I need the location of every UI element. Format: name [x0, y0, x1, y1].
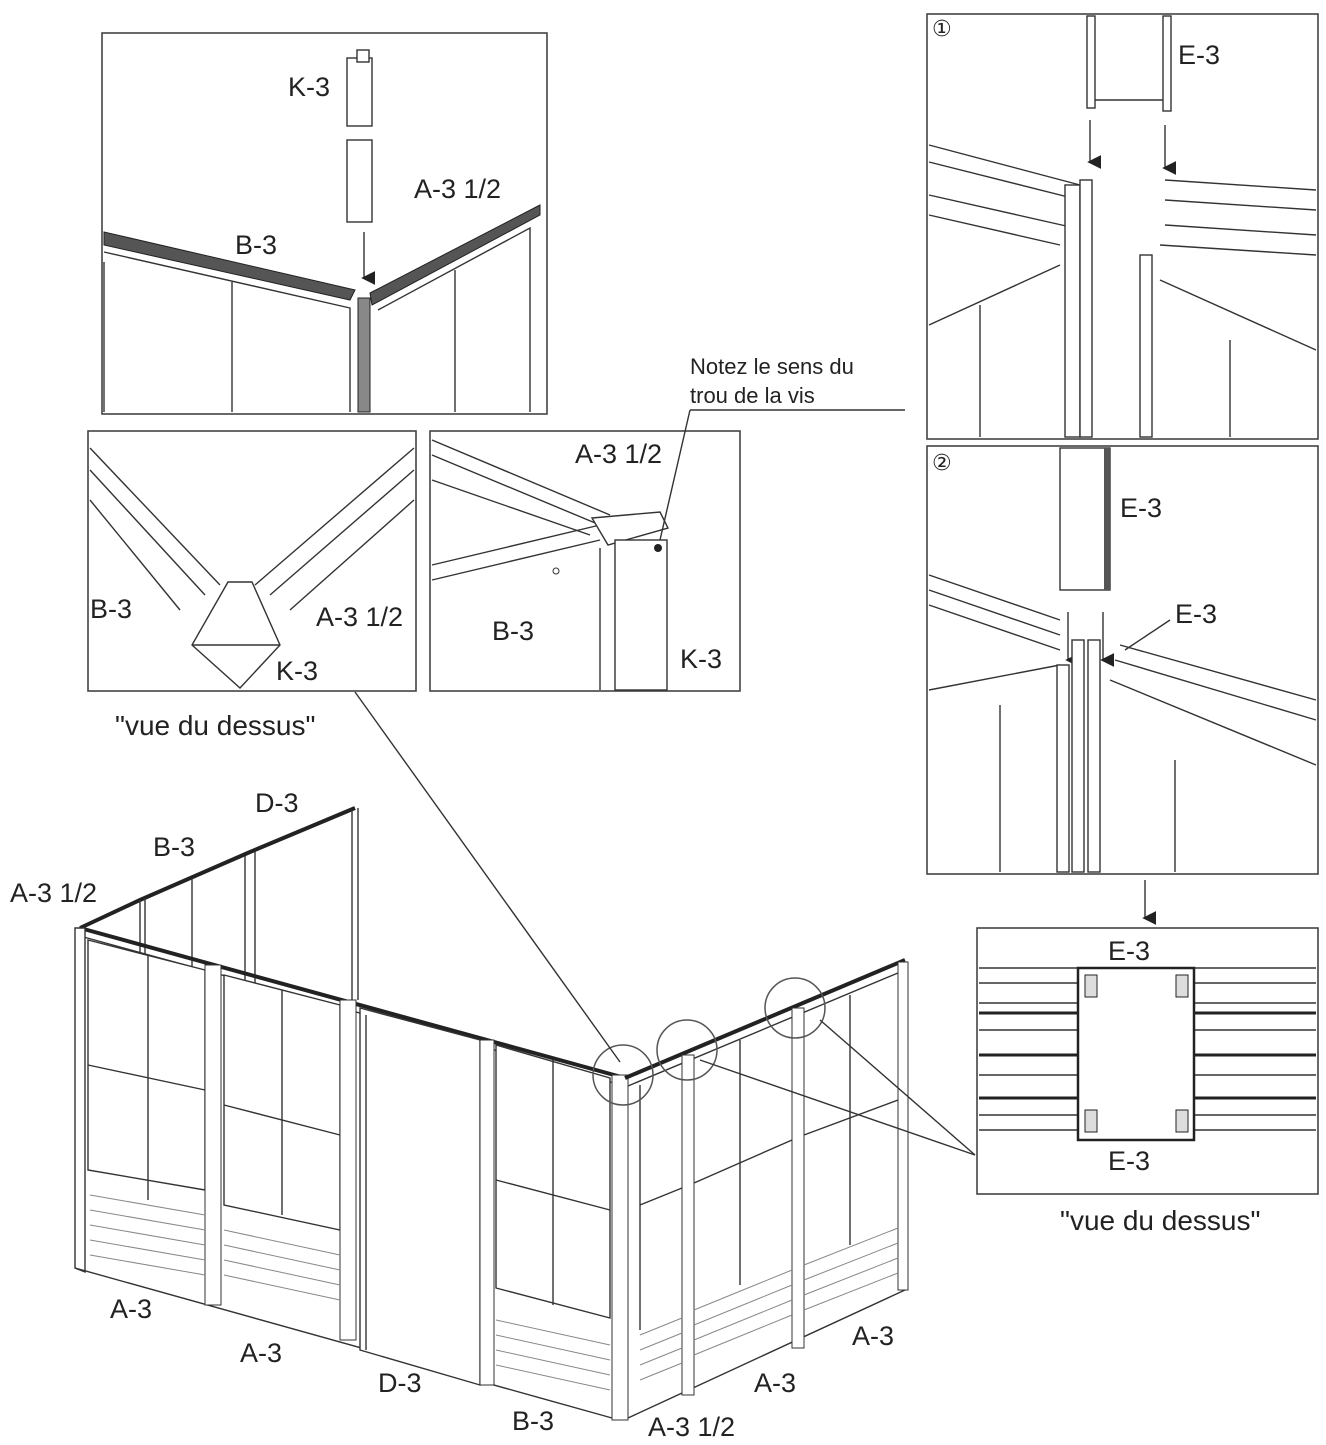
e3-label: E-3 — [1178, 40, 1220, 70]
detail-circle-corner — [592, 1044, 654, 1106]
a3-label-2: A-3 — [240, 1338, 282, 1368]
detail-circle-joint-2 — [764, 977, 826, 1039]
b3-bottom-label: B-3 — [512, 1406, 554, 1436]
panel-top-left: K-3 A-3 1/2 B-3 — [101, 32, 548, 415]
e3-side-label: E-3 — [1175, 599, 1217, 629]
k3-post-top-view — [191, 581, 281, 689]
note-line-2: trou de la vis — [690, 383, 815, 408]
a3-label-4: A-3 — [852, 1321, 894, 1351]
k3-label: K-3 — [288, 72, 330, 102]
b3-top-label: B-3 — [153, 832, 195, 862]
a3-label-3: A-3 — [754, 1368, 796, 1398]
screw-hole-note: Notez le sens du trou de la vis — [659, 354, 905, 541]
d3-bottom-label: D-3 — [378, 1368, 422, 1398]
a3-half-label: A-3 1/2 — [316, 602, 403, 632]
b3-label: B-3 — [235, 230, 277, 260]
e3-top-label: E-3 — [1108, 936, 1150, 966]
detail-circle-joint-1 — [656, 1019, 718, 1081]
panel-middle-center: A-3 1/2 B-3 K-3 — [429, 430, 741, 692]
panel-middle-left: B-3 A-3 1/2 K-3 "vue du dessus" — [87, 430, 417, 741]
k3-label: K-3 — [276, 656, 318, 686]
e3-bottom-label: E-3 — [1108, 1146, 1150, 1176]
top-view-caption: "vue du dessus" — [115, 710, 315, 741]
e3-label: E-3 — [1120, 493, 1162, 523]
note-line-1: Notez le sens du — [690, 354, 854, 379]
b3-label: B-3 — [492, 616, 534, 646]
b3-label: B-3 — [90, 594, 132, 624]
k3-label: K-3 — [680, 644, 722, 674]
a3-half-label: A-3 1/2 — [575, 439, 662, 469]
a3-half-top-label: A-3 1/2 — [10, 878, 97, 908]
top-view-caption: "vue du dessus" — [1060, 1205, 1260, 1236]
screw-hole-icon — [654, 544, 662, 552]
panel-right-step-1: ① E-3 — [926, 13, 1319, 440]
a3-half-bottom-label: A-3 1/2 — [648, 1412, 735, 1442]
step-1-marker: ① — [932, 16, 952, 41]
a3-label-1: A-3 — [110, 1294, 152, 1324]
step-2-marker: ② — [932, 450, 952, 475]
a3-half-label: A-3 1/2 — [414, 174, 501, 204]
panel-right-step-2: ② E-3 E-3 — [926, 445, 1319, 875]
main-assembly: D-3 B-3 A-3 1/2 A-3 A-3 D-3 B-3 A-3 1/2 … — [10, 691, 976, 1442]
panel-right-top-view: E-3 E-3 "vue du dessus" — [976, 927, 1319, 1236]
d3-top-label: D-3 — [255, 788, 299, 818]
